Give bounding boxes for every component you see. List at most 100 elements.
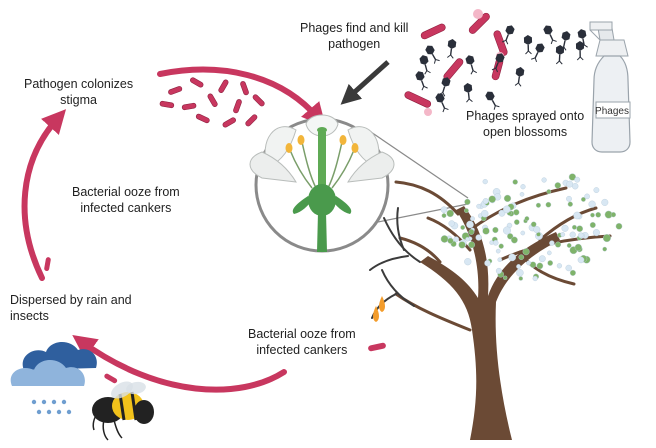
phage-icon	[542, 24, 557, 45]
blossom	[547, 251, 551, 255]
blossom	[523, 248, 530, 255]
blossom	[449, 221, 455, 227]
raindrops	[32, 400, 71, 414]
blossom	[542, 178, 547, 183]
bacteria-cluster-stigma	[160, 77, 266, 128]
blossom	[493, 227, 499, 233]
blossom	[575, 244, 582, 251]
blossom	[567, 243, 571, 247]
blossom	[521, 231, 525, 235]
blossom	[525, 216, 529, 220]
blossom	[468, 242, 474, 248]
blossom	[572, 183, 578, 189]
blossom	[526, 261, 530, 265]
blossom	[511, 237, 517, 243]
blossom	[514, 220, 519, 225]
phage-icon	[434, 92, 449, 113]
blossom	[570, 270, 576, 276]
bacterium-bee	[103, 373, 118, 384]
blossom	[513, 209, 519, 215]
blossom	[477, 204, 481, 208]
blossom	[516, 264, 520, 268]
phage-icon	[415, 70, 429, 91]
blossom	[578, 257, 584, 263]
phage-icon	[501, 24, 515, 45]
blossom	[603, 247, 607, 251]
blossom	[496, 249, 500, 253]
blossom	[589, 201, 596, 208]
blossom	[489, 196, 496, 203]
blossom	[546, 202, 551, 207]
blossom	[459, 242, 466, 249]
blossom	[566, 265, 572, 271]
spray-bottle-icon	[590, 22, 630, 152]
blossom	[594, 187, 599, 192]
blossom	[570, 232, 576, 238]
blossom	[499, 244, 504, 249]
blossom	[555, 182, 561, 188]
bacterium-ooze-tree	[368, 342, 387, 352]
phage-icon	[446, 39, 456, 59]
phage-icon	[463, 83, 473, 103]
blossom	[533, 276, 538, 281]
blossom	[567, 181, 573, 187]
rain-cloud-icon	[11, 342, 97, 414]
callout-arrow	[348, 62, 388, 98]
tree-blossoms	[441, 174, 622, 281]
blossom	[549, 241, 554, 246]
blossom	[466, 221, 473, 228]
phage-icon	[555, 45, 564, 64]
blossom	[568, 202, 573, 207]
blossom	[503, 206, 510, 213]
blossom	[596, 212, 601, 217]
blossom	[447, 210, 454, 217]
blossom	[593, 229, 600, 236]
blossom	[616, 223, 622, 229]
phage-icon	[514, 66, 525, 86]
blossom	[466, 237, 470, 241]
blossom	[461, 225, 465, 229]
blossom	[519, 255, 524, 260]
blossom	[561, 232, 565, 236]
blossom	[483, 198, 489, 204]
blossom	[548, 260, 553, 265]
cycle-arrow-colonize	[160, 70, 318, 118]
blossom	[520, 192, 524, 196]
blossom	[536, 203, 541, 208]
blossom	[531, 222, 536, 227]
blossom	[485, 260, 491, 266]
blossom	[521, 184, 526, 189]
blossom	[547, 189, 551, 193]
blossom	[539, 256, 545, 262]
blossom	[481, 210, 488, 217]
blossom	[534, 226, 541, 233]
blossom	[470, 217, 474, 221]
blossom	[562, 225, 569, 232]
blossom	[464, 258, 471, 265]
blossom	[513, 180, 518, 185]
blossom	[464, 208, 468, 212]
blossom	[557, 263, 562, 268]
blossom	[441, 235, 448, 242]
blossom	[469, 229, 474, 234]
blossom	[476, 235, 482, 241]
blossom	[611, 212, 616, 217]
bottle-label: Phages	[595, 106, 629, 117]
blossom	[465, 199, 471, 205]
blossom	[504, 195, 511, 202]
blossom	[516, 269, 523, 276]
blossom	[503, 276, 507, 280]
blossom	[585, 194, 590, 199]
phage-icon	[419, 54, 432, 74]
blossom	[509, 254, 516, 261]
blossom	[448, 238, 454, 244]
blossom	[483, 179, 488, 184]
phage-icon	[465, 54, 478, 74]
